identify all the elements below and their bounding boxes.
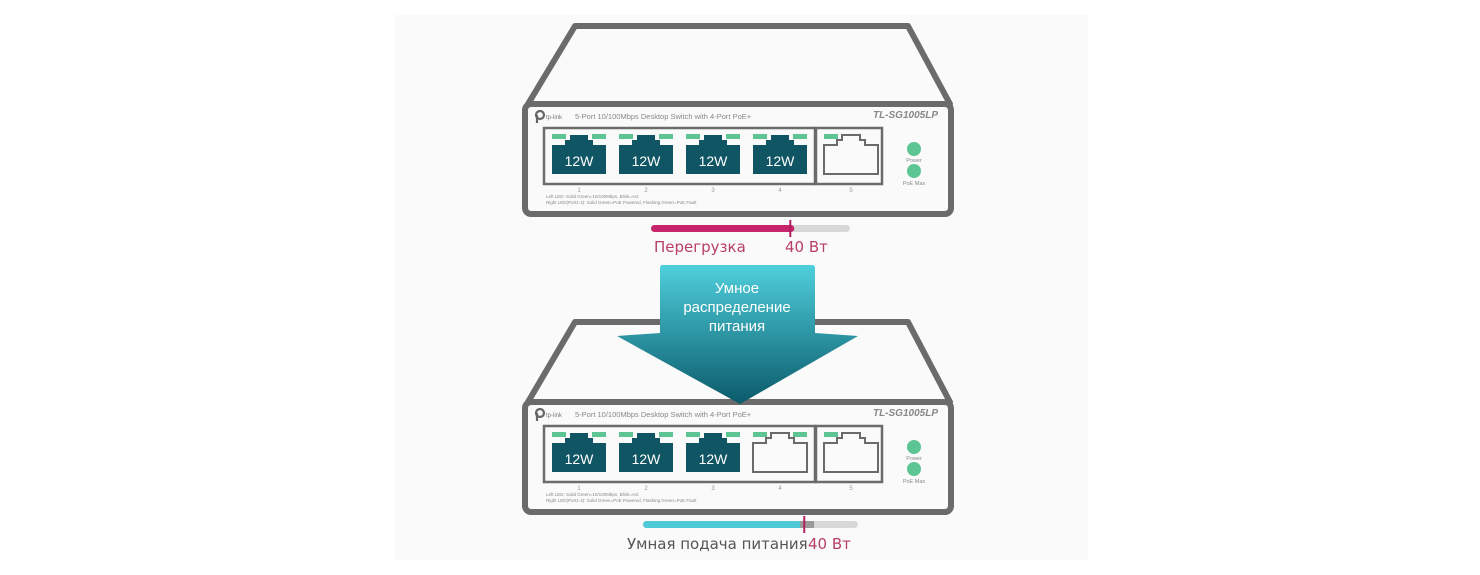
ethernet-port-powered-icon — [686, 433, 740, 472]
ethernet-port-empty-icon — [823, 134, 879, 175]
smart-distribution-arrow: Умное распределение питания — [617, 265, 858, 404]
switch-description: 5-Port 10/100Mbps Desktop Switch with 4-… — [575, 112, 752, 121]
link-led-icon — [552, 432, 566, 437]
power-indicator-label: Power — [906, 158, 922, 164]
led-legend-line1: Left LED: Solid Green=10/100Mbps, Blink=… — [546, 492, 639, 497]
port-number: 5 — [849, 486, 853, 492]
port-1: 12W 1 — [552, 134, 606, 194]
poe-led-icon — [793, 134, 807, 139]
poe-led-icon — [726, 432, 740, 437]
switch-description: 5-Port 10/100Mbps Desktop Switch with 4-… — [575, 410, 752, 419]
power-indicator-label: Power — [906, 456, 922, 462]
port-power-label: 12W — [632, 153, 662, 169]
link-led-icon — [824, 432, 838, 437]
ethernet-port-powered-icon — [686, 135, 740, 174]
ethernet-port-powered-icon — [552, 433, 606, 472]
overload-meter — [651, 220, 850, 237]
poe-led-icon — [726, 134, 740, 139]
smart-feed-label: Умная подача питания — [627, 535, 808, 553]
ethernet-port-powered-icon — [619, 135, 673, 174]
smart-meter — [643, 516, 858, 533]
port-power-label: 12W — [565, 451, 595, 467]
port-power-label: 12W — [565, 153, 595, 169]
poe-max-indicator-label: PoE Max — [903, 181, 926, 187]
port-number: 2 — [644, 188, 648, 194]
switch-top: tp-link 5-Port 10/100Mbps Desktop Switch … — [522, 23, 954, 217]
poe-led-icon — [592, 134, 606, 139]
arrow-label-line3: питания — [709, 318, 765, 335]
port-number: 3 — [711, 486, 715, 492]
ethernet-port-empty-icon — [823, 432, 879, 473]
poe-led-icon — [659, 432, 673, 437]
link-led-icon — [619, 134, 633, 139]
led-legend-line2: Right LED(Port1-4): Solid Green=PoE Powe… — [546, 498, 697, 503]
poe-led-icon — [793, 432, 807, 437]
port-2: 12W 2 — [619, 134, 673, 194]
tp-link-logo-icon — [534, 109, 546, 123]
brand-name: tp-link — [546, 115, 563, 121]
ethernet-port-powered-icon — [552, 135, 606, 174]
link-led-icon — [686, 432, 700, 437]
model-name: TL-SG1005LP — [873, 408, 938, 419]
arrow-shape — [617, 265, 858, 404]
ports-group-uplink — [814, 126, 884, 186]
tp-link-logo-icon — [534, 407, 546, 421]
link-led-icon — [686, 134, 700, 139]
poe-led-icon — [592, 432, 606, 437]
port-2: 12W 2 — [619, 432, 673, 492]
port-1: 12W 1 — [552, 432, 606, 492]
port-power-label: 12W — [699, 451, 729, 467]
ethernet-port-powered-icon — [753, 135, 807, 174]
port-3: 12W 3 — [686, 432, 740, 492]
link-led-icon — [824, 134, 838, 139]
led-legend-line2: Right LED(Port1-4): Solid Green=PoE Powe… — [546, 200, 697, 205]
switch-top-lid — [525, 23, 953, 107]
power-led-icon — [907, 142, 921, 156]
overload-limit-label: 40 Вт — [785, 238, 828, 256]
port-5: 5 — [823, 432, 879, 492]
arrow-label-line2: распределение — [683, 299, 790, 316]
link-led-icon — [753, 432, 767, 437]
overload-label: Перегрузка — [654, 238, 746, 256]
port-3: 12W 3 — [686, 134, 740, 194]
ethernet-port-empty-icon — [752, 432, 808, 473]
led-legend-line1: Left LED: Solid Green=10/100Mbps, Blink=… — [546, 194, 639, 199]
poe-max-led-icon — [907, 164, 921, 178]
brand-name: tp-link — [546, 413, 563, 419]
ethernet-port-powered-icon — [619, 433, 673, 472]
poe-led-icon — [659, 134, 673, 139]
port-number: 2 — [644, 486, 648, 492]
power-led-icon — [907, 440, 921, 454]
poe-max-indicator-label: PoE Max — [903, 479, 926, 485]
port-power-label: 12W — [632, 451, 662, 467]
port-4: 4 — [752, 432, 808, 492]
model-name: TL-SG1005LP — [873, 110, 938, 121]
port-number: 4 — [778, 188, 782, 194]
port-power-label: 12W — [766, 153, 796, 169]
link-led-icon — [753, 134, 767, 139]
link-led-icon — [552, 134, 566, 139]
ports-group-uplink — [814, 424, 884, 484]
port-number: 1 — [577, 486, 581, 492]
port-number: 3 — [711, 188, 715, 194]
port-power-label: 12W — [699, 153, 729, 169]
link-led-icon — [619, 432, 633, 437]
overload-meter-fill — [651, 225, 795, 232]
port-number: 1 — [577, 188, 581, 194]
port-number: 4 — [778, 486, 782, 492]
smart-meter-headroom — [800, 521, 815, 528]
port-4: 12W 4 — [753, 134, 807, 194]
port-5: 5 — [823, 134, 879, 194]
poe-max-led-icon — [907, 462, 921, 476]
smart-limit-label: 40 Вт — [808, 535, 851, 553]
arrow-label-line1: Умное — [715, 280, 759, 297]
port-number: 5 — [849, 188, 853, 194]
smart-meter-fill — [643, 521, 803, 528]
